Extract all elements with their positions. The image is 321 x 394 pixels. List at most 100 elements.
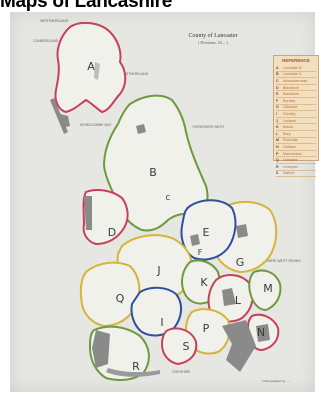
reference-label: Burnley <box>283 98 296 103</box>
division-n-label: N <box>257 326 265 339</box>
map-footnote: Lithographed by … <box>262 379 290 383</box>
reference-label: Clitheroe <box>283 105 298 110</box>
burnley-urban <box>236 224 248 238</box>
division-q-region <box>79 261 141 328</box>
reference-row: R Liverpool <box>276 164 316 171</box>
map-title: County of Lancaster <box>189 32 238 39</box>
division-i-label: I <box>160 316 163 329</box>
division-d-region <box>82 189 129 246</box>
division-r-label: R <box>132 360 140 373</box>
division-p-label: P <box>203 322 210 335</box>
reference-key: F <box>276 98 279 103</box>
bury-urban <box>222 288 236 306</box>
reference-key: N <box>276 144 279 149</box>
reference-row: L Bury <box>276 131 316 138</box>
reference-row: C Amounderness <box>276 78 316 85</box>
reference-row: K Bolton <box>276 124 316 131</box>
blackburn-urban <box>190 234 200 246</box>
reference-key: M <box>276 138 279 143</box>
blackpool-urban <box>84 196 92 230</box>
page-title: Maps of Lancashire <box>0 0 172 12</box>
place-cheshire: CHESHIRE <box>172 370 191 374</box>
mersey-estuary <box>106 368 160 377</box>
division-e-label: E <box>203 226 210 239</box>
map-subtitle: ( Divisions, 18— ) <box>198 40 229 46</box>
reference-key: R <box>276 164 279 169</box>
reference-key: L <box>276 131 279 136</box>
reference-row: F Burnley <box>276 98 316 105</box>
reference-label: Blackburn <box>283 85 299 90</box>
reference-row: D Blackburn <box>276 85 316 92</box>
reference-label: Liverpool <box>283 164 298 169</box>
reference-row: J Leyland <box>276 118 316 125</box>
reference-label: Amounderness <box>283 78 308 83</box>
reference-label: Leyland <box>283 118 296 123</box>
place-cumberland: CUMBERLAND <box>33 39 59 43</box>
reference-row: A Lonsdale N. <box>276 65 316 72</box>
division-a-region <box>54 21 127 114</box>
reference-key: I <box>276 111 277 116</box>
reference-row: B Lonsdale S. <box>276 72 316 79</box>
reference-label: Lonsdale N. <box>283 65 303 70</box>
division-l-label: L <box>235 294 242 307</box>
reference-key: K <box>276 125 279 130</box>
reference-label: Oldham <box>283 144 296 149</box>
reference-key: B <box>276 72 279 77</box>
place-westmorland-side: WESTMORLAND <box>120 72 149 76</box>
barrow-urban <box>60 114 70 128</box>
reference-key: S <box>276 171 279 176</box>
division-g-label: G <box>236 256 245 269</box>
liverpool-urban <box>92 330 110 368</box>
division-s-region <box>160 327 198 366</box>
coniston-water <box>94 62 100 80</box>
reference-key: G <box>276 105 279 110</box>
reference-legend: REFERENCE A Lonsdale N. B Lonsdale S. C Amoun… <box>273 55 319 178</box>
division-c-label: C <box>166 194 171 202</box>
division-f-label: F <box>198 248 203 257</box>
reference-key: J <box>276 118 278 123</box>
reference-label: Chorley <box>283 111 296 116</box>
reference-row: N Oldham <box>276 144 316 151</box>
reference-row: S Salford <box>276 171 316 178</box>
reference-key: A <box>276 65 279 70</box>
oldham-urban <box>256 324 270 342</box>
manchester-urban <box>222 320 256 372</box>
reference-key: C <box>276 78 279 83</box>
place-morecambe-bay: MORECAMBE BAY <box>80 123 112 127</box>
division-s-label: S <box>183 340 190 353</box>
reference-row: I Chorley <box>276 111 316 118</box>
division-k-label: K <box>200 276 208 289</box>
reference-label: Manchester <box>283 151 302 156</box>
division-a-label: A <box>87 60 95 73</box>
reference-row: M Rochdale <box>276 138 316 145</box>
place-yorkshire-west: YORKSHIRE WEST <box>192 125 225 129</box>
division-m-label: M <box>263 282 273 295</box>
reference-row: G Clitheroe <box>276 105 316 112</box>
reference-row: P Manchester <box>276 151 316 158</box>
reference-label: Blackburn <box>283 92 299 97</box>
reference-label: Bury <box>283 131 291 136</box>
reference-label: Ormskirk <box>283 158 298 163</box>
division-b-region <box>102 94 209 232</box>
reference-label: Lonsdale S. <box>283 72 302 77</box>
lancaster-urban <box>136 124 146 134</box>
division-d-label: D <box>108 226 116 239</box>
division-q-label: Q <box>116 292 125 305</box>
reference-key: D <box>276 85 279 90</box>
reference-label: Salford <box>283 171 295 176</box>
place-west-riding: YORKSHIRE WEST RIDING <box>255 259 301 263</box>
place-westmorland-top: WESTMORLAND <box>40 19 69 23</box>
reference-label: Bolton <box>283 125 294 130</box>
reference-key: Q <box>276 158 279 163</box>
reference-label: Rochdale <box>283 138 299 143</box>
division-m-region <box>248 269 282 312</box>
division-j-label: J <box>156 264 160 277</box>
reference-key: E <box>276 92 279 97</box>
division-b-label: B <box>149 166 157 179</box>
reference-row: E Blackburn <box>276 91 316 98</box>
reference-title: REFERENCE <box>282 58 310 63</box>
reference-key: P <box>276 151 279 156</box>
reference-row: Q Ormskirk <box>276 157 316 164</box>
